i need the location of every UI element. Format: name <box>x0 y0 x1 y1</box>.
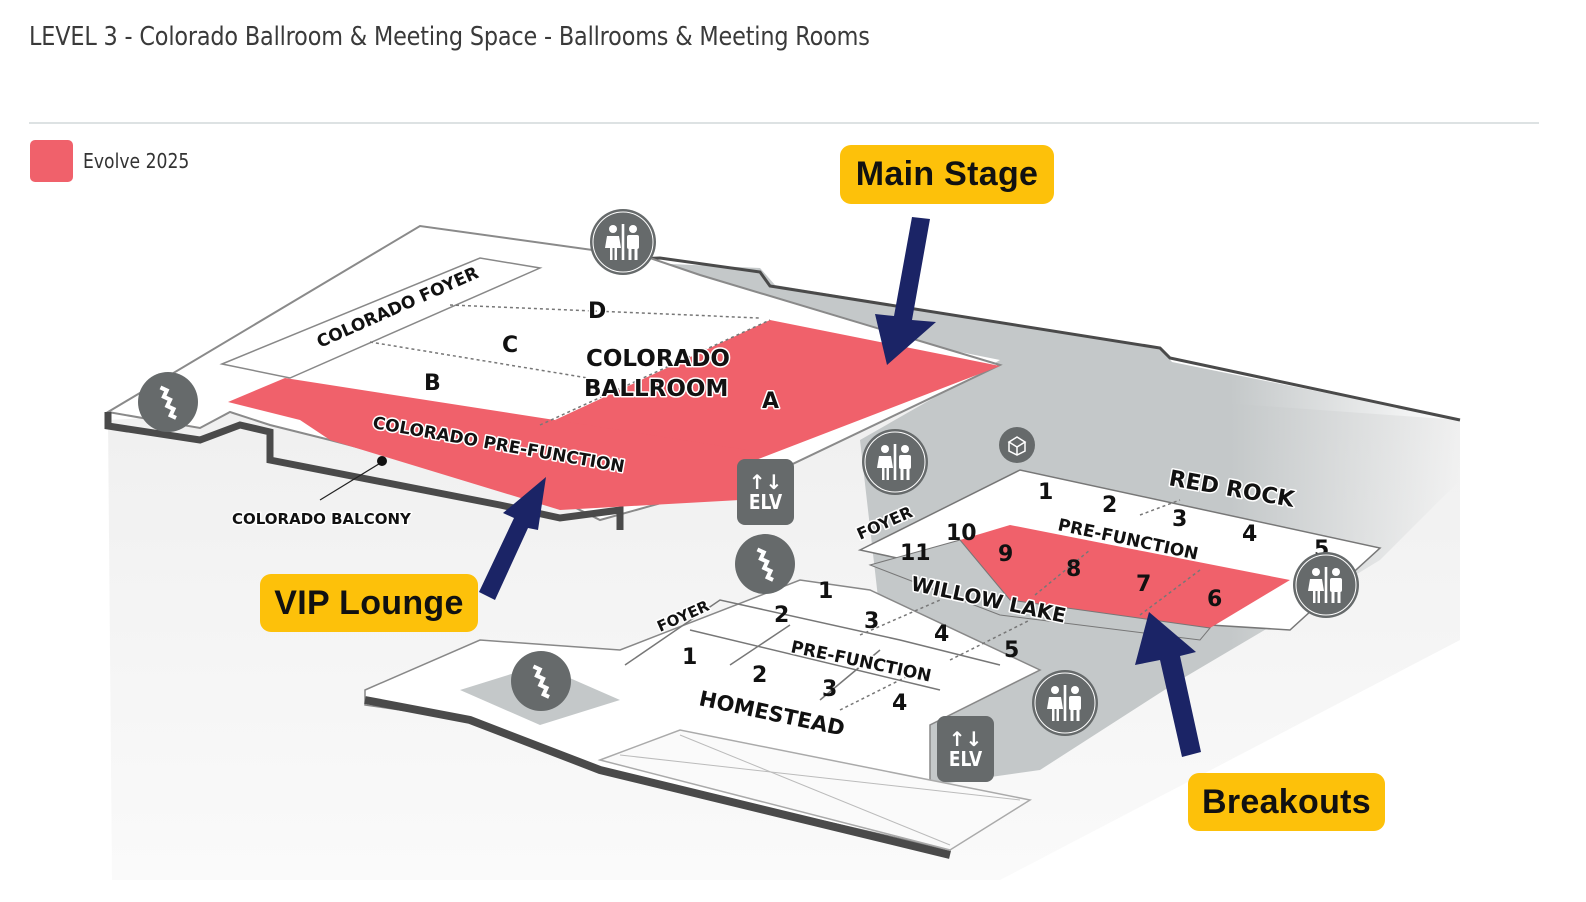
storage-box-icon <box>999 427 1035 463</box>
homestead-upper-3: 3 <box>864 609 879 634</box>
elevator-label: ELV <box>748 490 783 514</box>
willow-lake-room-9[interactable]: 9 <box>998 542 1013 567</box>
willow-lake-room-11: 11 <box>900 541 931 566</box>
homestead-upper-1: 1 <box>818 579 833 604</box>
elevator-label: ELV <box>948 747 983 771</box>
restroom-icon <box>1293 552 1359 618</box>
homestead-lower-2: 2 <box>752 663 767 688</box>
section-c-label: C <box>502 333 518 358</box>
willow-lake-room-8[interactable]: 8 <box>1066 557 1081 582</box>
section-dividers <box>369 304 771 426</box>
stairs-icon <box>511 651 571 711</box>
red-rock-room-1: 1 <box>1038 480 1053 505</box>
willow-lake-room-10: 10 <box>946 521 977 546</box>
willow-lake-highlight <box>960 525 1290 628</box>
elevator-arrows: ↑↓ <box>948 727 983 751</box>
restroom-icon <box>1032 670 1098 736</box>
callout-main-stage[interactable]: Main Stage <box>840 145 1054 204</box>
colorado-ballroom-label-2: BALLROOM <box>584 376 728 402</box>
section-b-label: B <box>424 371 441 396</box>
restroom-icon <box>862 429 928 495</box>
colorado-balcony-label: COLORADO BALCONY <box>232 510 412 528</box>
colorado-prefunction-highlight[interactable] <box>228 378 760 510</box>
divider <box>29 122 1539 124</box>
red-rock-room-2: 2 <box>1102 493 1117 518</box>
section-a-label: A <box>762 389 779 414</box>
callout-vip-lounge[interactable]: VIP Lounge <box>260 574 478 632</box>
homestead-lower-4: 4 <box>892 691 907 716</box>
legend: Evolve 2025 <box>30 140 207 182</box>
page-title: LEVEL 3 - Colorado Ballroom & Meeting Sp… <box>29 22 870 52</box>
red-rock-room-3: 3 <box>1172 507 1187 532</box>
homestead-lower-1: 1 <box>682 645 697 670</box>
homestead-lower-3: 3 <box>822 677 837 702</box>
elevator-icon: ↑↓ ELV <box>737 459 794 525</box>
homestead-upper-5: 5 <box>1004 638 1019 663</box>
callout-breakouts[interactable]: Breakouts <box>1188 773 1385 831</box>
elevator-arrows: ↑↓ <box>748 470 783 494</box>
east-wing <box>857 469 1382 641</box>
red-rock-room-4: 4 <box>1242 522 1257 547</box>
legend-swatch-evolve <box>30 140 73 182</box>
elevator-icon: ↑↓ ELV <box>937 716 994 782</box>
section-d-label: D <box>588 299 606 324</box>
stairs-icon <box>138 372 198 432</box>
willow-lake-room-7[interactable]: 7 <box>1136 572 1151 597</box>
willow-lake-room-6[interactable]: 6 <box>1207 587 1222 612</box>
homestead-upper-4: 4 <box>934 622 949 647</box>
homestead-wing <box>364 579 1042 859</box>
colorado-ballroom-label-1: COLORADO <box>586 346 730 372</box>
restroom-icon <box>590 209 656 275</box>
stairs-icon <box>735 534 795 594</box>
legend-label: Evolve 2025 <box>83 149 190 173</box>
homestead-upper-2: 2 <box>774 603 789 628</box>
